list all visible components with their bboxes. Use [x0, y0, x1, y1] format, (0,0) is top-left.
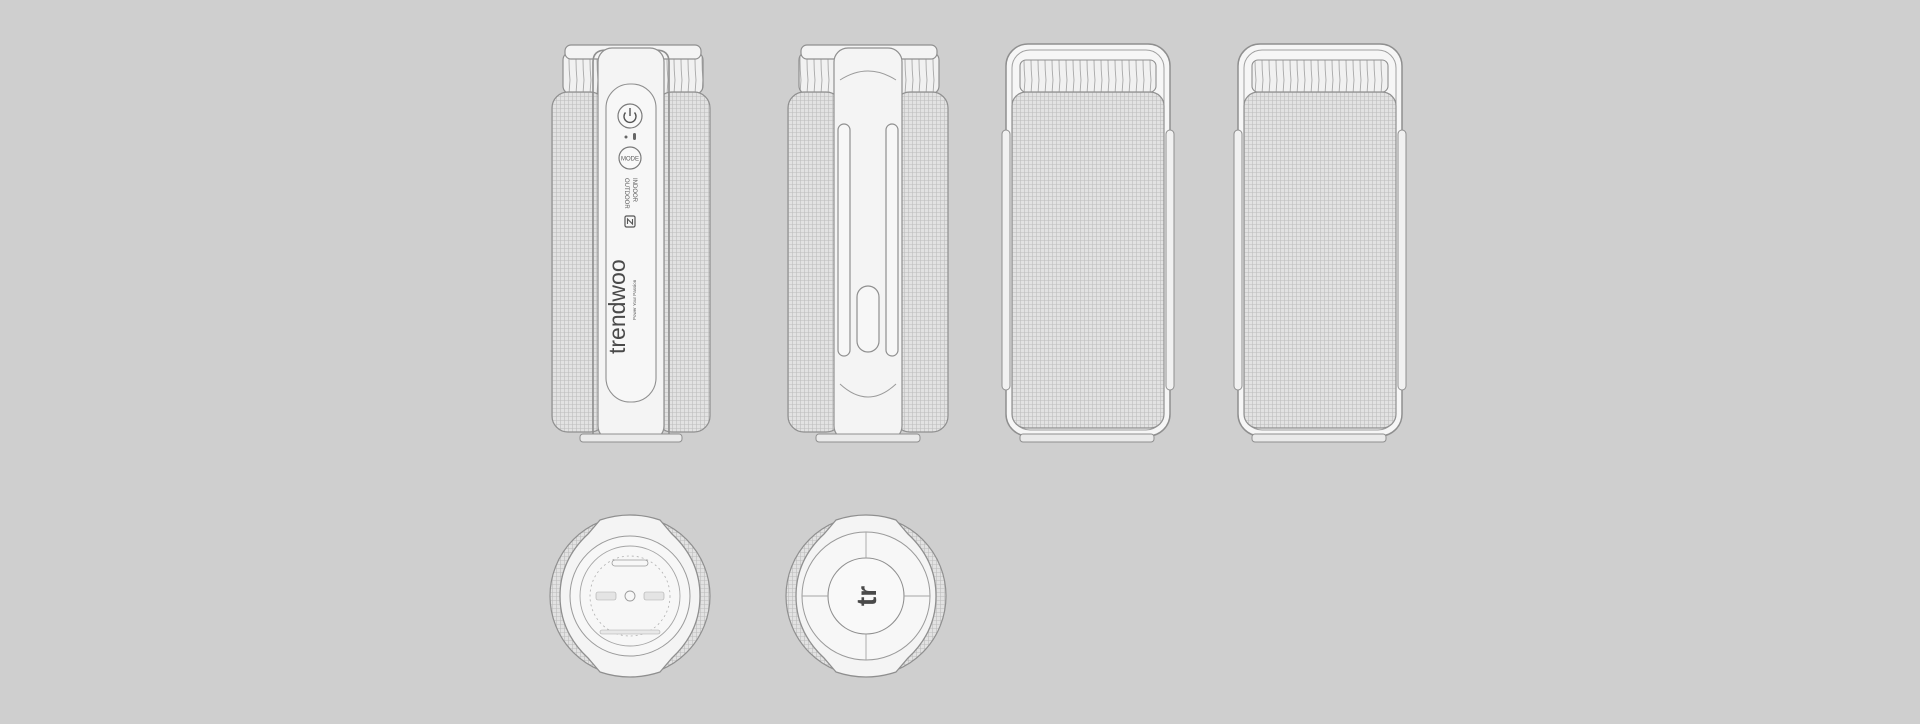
monogram-logo: tr	[851, 586, 882, 606]
brand-tagline: Power Your Passion	[632, 279, 637, 320]
brand-logo: trendwoo	[604, 259, 630, 354]
mode-button[interactable]	[618, 146, 642, 170]
side-view-right	[1233, 43, 1407, 443]
indoor-label: INDOOR	[631, 178, 637, 203]
bottom-view	[549, 514, 711, 678]
led-indicator	[624, 135, 628, 139]
label-plate	[611, 559, 649, 567]
front-view: MODE OUTDOOR INDOOR trendwoo Power Your …	[551, 44, 711, 443]
back-view	[787, 44, 949, 443]
side-view-left	[1001, 43, 1175, 443]
top-view: tr	[785, 514, 947, 678]
mode-label: MODE	[621, 157, 639, 163]
mic-icon	[633, 133, 636, 140]
power-icon	[623, 108, 637, 124]
outdoor-label: OUTDOOR	[623, 178, 629, 209]
port-cover	[856, 285, 880, 353]
nfc-icon	[624, 215, 636, 228]
